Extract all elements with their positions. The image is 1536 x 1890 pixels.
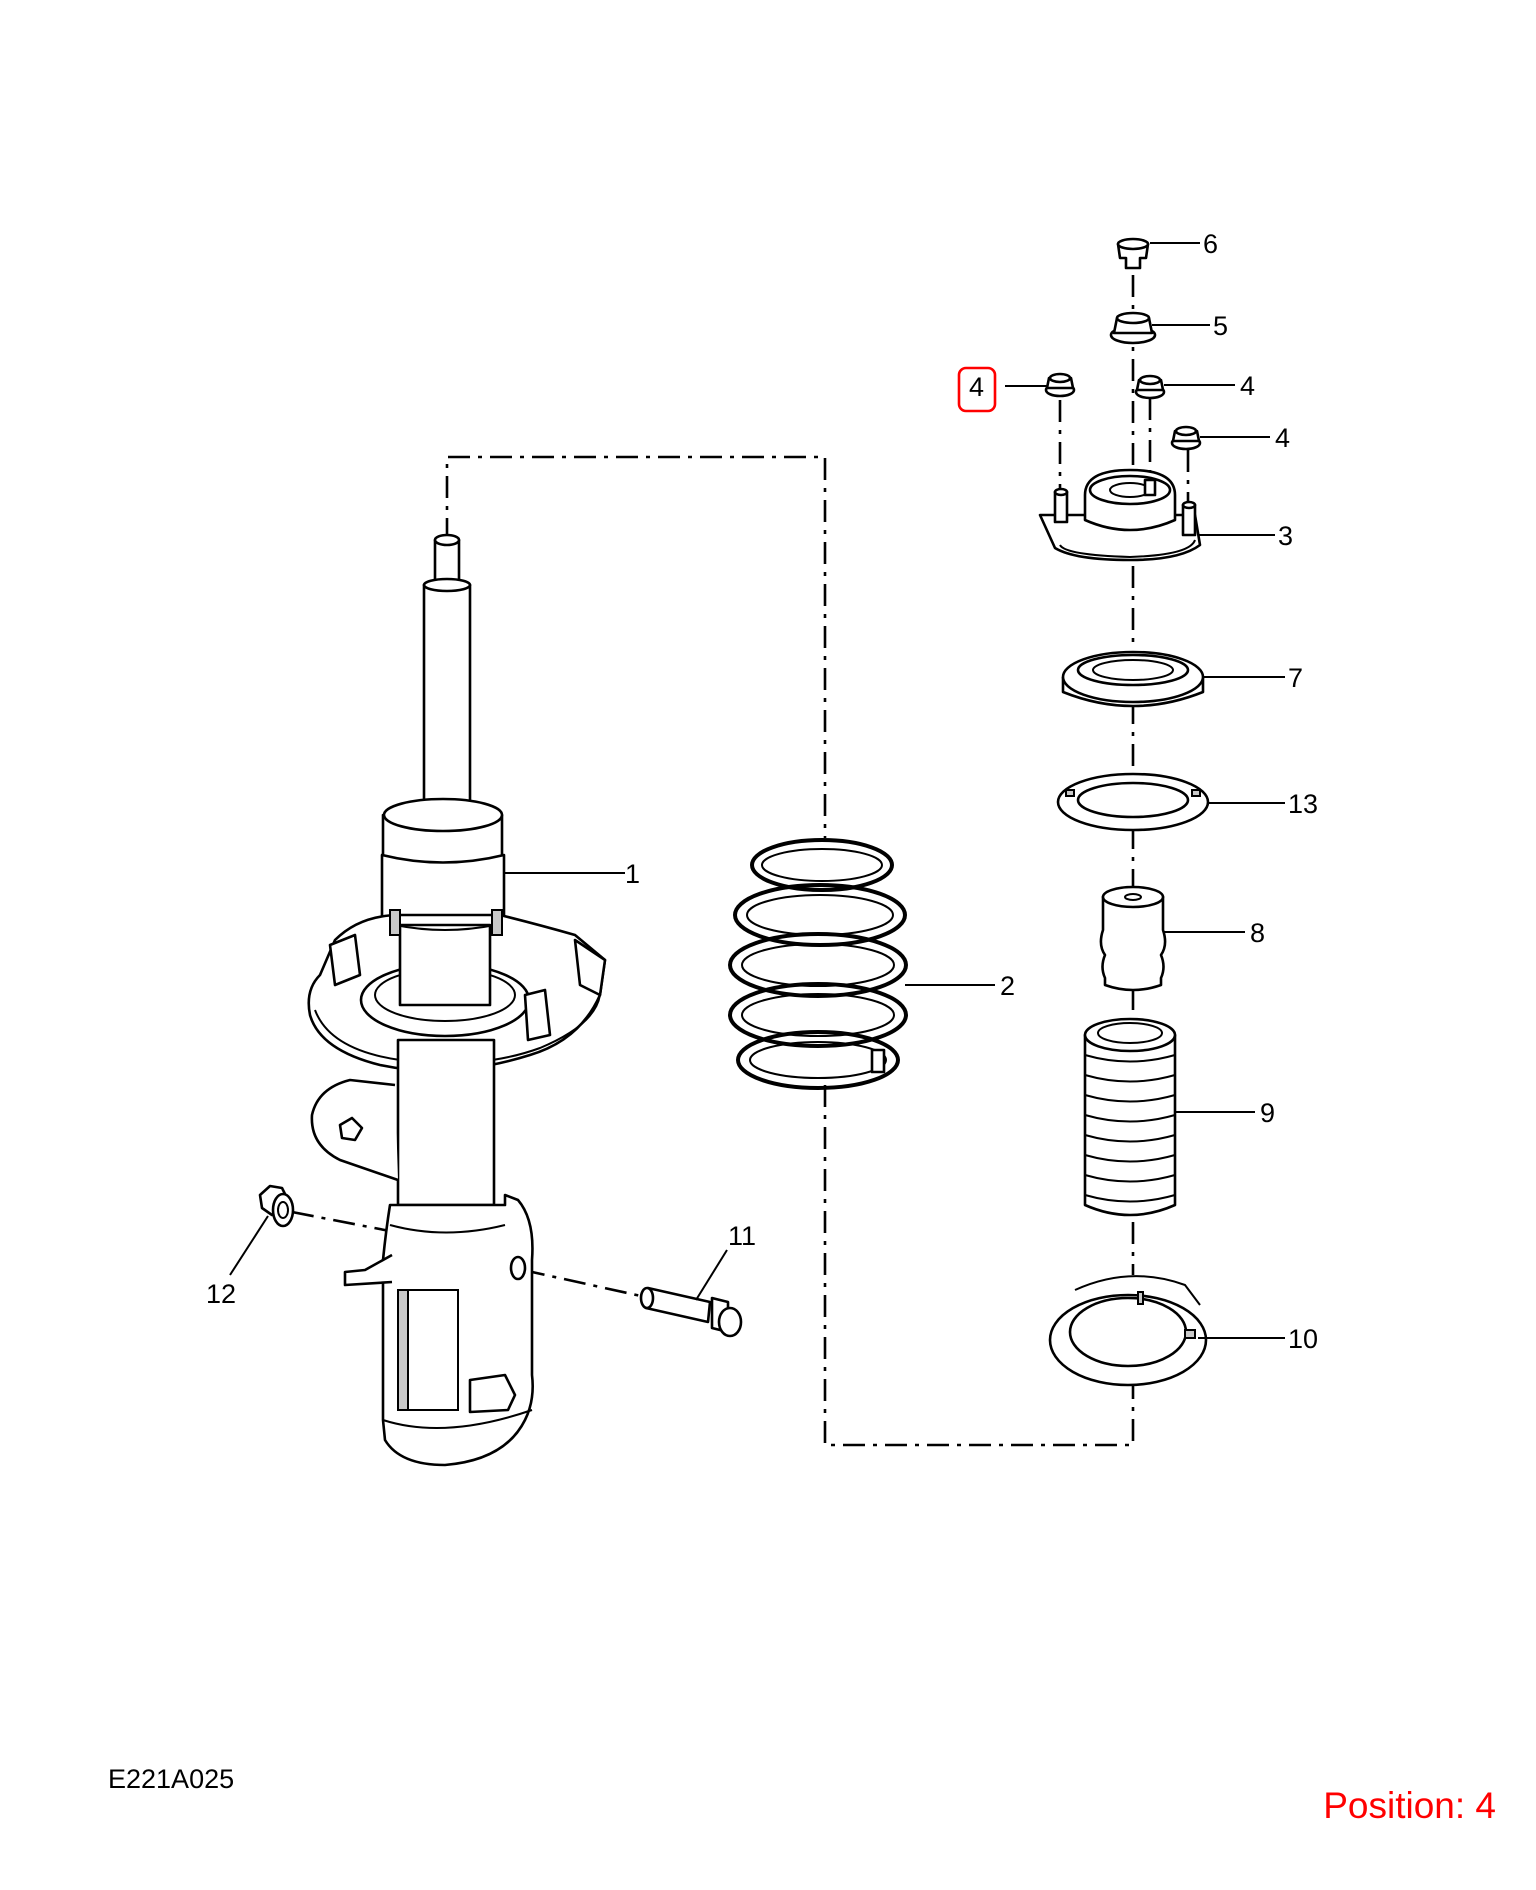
lower-nut [258, 1184, 295, 1228]
dust-boot [1083, 1017, 1177, 1217]
position-label: Position: 4 [1323, 1785, 1496, 1826]
callout-13[interactable]: 13 [1288, 789, 1318, 819]
callout-12[interactable]: 12 [206, 1279, 236, 1309]
bump-stop [1099, 885, 1167, 992]
strut-bearing [1061, 650, 1205, 708]
callout-4-right[interactable]: 4 [1240, 371, 1255, 401]
leader-lines [229, 242, 1285, 1339]
spring-seat-lower [1048, 1275, 1208, 1387]
shock-absorber-strut [307, 533, 607, 1467]
flange-nut-c [1170, 425, 1202, 451]
callout-9[interactable]: 9 [1260, 1098, 1275, 1128]
top-mount [1038, 468, 1202, 562]
callout-4-highlighted[interactable]: 4 [969, 372, 984, 402]
flange-nut-a [1044, 372, 1076, 398]
callout-1[interactable]: 1 [625, 859, 640, 889]
callout-4-lower[interactable]: 4 [1275, 423, 1290, 453]
callout-5[interactable]: 5 [1213, 311, 1228, 341]
callout-2[interactable]: 2 [1000, 971, 1015, 1001]
callout-highlight-box [957, 366, 997, 413]
cap [1116, 237, 1150, 270]
callout-6[interactable]: 6 [1203, 229, 1218, 259]
top-nut [1109, 311, 1157, 345]
callout-3[interactable]: 3 [1278, 521, 1293, 551]
callout-7[interactable]: 7 [1288, 663, 1303, 693]
flange-nut-b [1134, 374, 1166, 400]
coil-spring [728, 838, 908, 1090]
callout-11[interactable]: 11 [728, 1221, 756, 1251]
bolt [639, 1286, 743, 1338]
drawing-code: E221A025 [108, 1764, 235, 1794]
spring-seat-upper [1056, 772, 1210, 832]
callout-8[interactable]: 8 [1250, 918, 1265, 948]
assembly-lines [291, 275, 1190, 1447]
callout-10[interactable]: 10 [1288, 1324, 1318, 1354]
